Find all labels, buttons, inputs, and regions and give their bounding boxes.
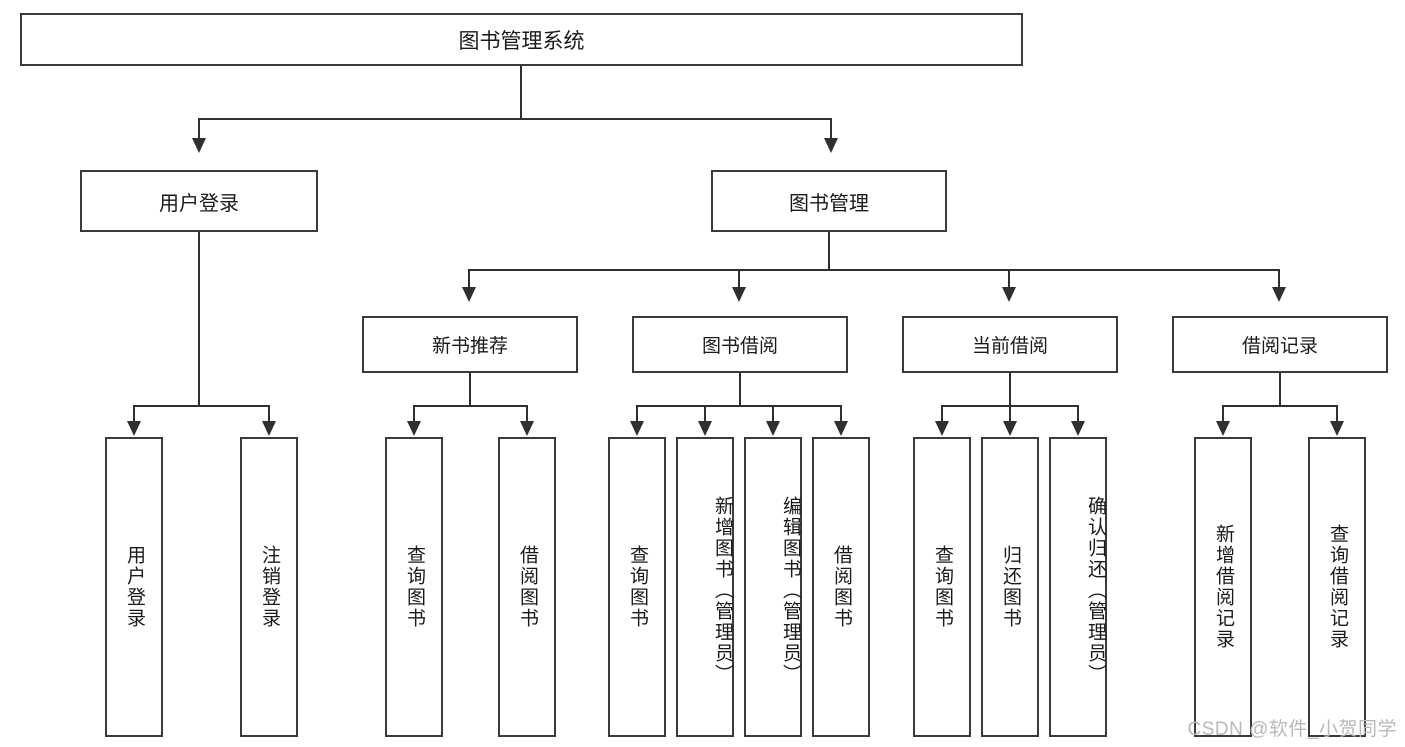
node-label: 查询借阅记录 bbox=[1326, 524, 1348, 650]
node-user-login[interactable]: 用户登录 bbox=[80, 170, 318, 232]
connector-new-book-bus bbox=[413, 405, 528, 407]
leaf-user-login[interactable]: 用户登录 bbox=[105, 437, 163, 737]
node-label: 新增图书（管理员） bbox=[712, 495, 733, 685]
arrowhead-new-book-leaf-2 bbox=[520, 421, 534, 436]
node-borrow-record[interactable]: 借阅记录 bbox=[1172, 316, 1388, 373]
connector-new-book-leaf-1 bbox=[413, 405, 415, 423]
node-label: 注销登录 bbox=[258, 545, 280, 629]
node-label: 借阅记录 bbox=[1241, 336, 1318, 357]
arrowhead-current-borrow-leaf-3 bbox=[1071, 421, 1085, 436]
connector-user-login-bus bbox=[133, 405, 270, 407]
connector-to-new-book bbox=[468, 269, 470, 289]
connector-user-login-to-leaf-2 bbox=[268, 405, 270, 423]
connector-book-borrow-stem bbox=[739, 373, 741, 406]
arrowhead-user-login-leaf-1 bbox=[127, 421, 141, 436]
arrowhead-book-borrow bbox=[732, 287, 746, 302]
node-label: 查询图书 bbox=[931, 545, 953, 629]
node-label: 当前借阅 bbox=[971, 336, 1048, 357]
node-label: 借阅图书 bbox=[516, 545, 538, 629]
leaf-logout[interactable]: 注销登录 bbox=[240, 437, 298, 737]
arrowhead-new-book-leaf-1 bbox=[407, 421, 421, 436]
leaf-return-book[interactable]: 归还图书 bbox=[981, 437, 1039, 737]
arrowhead-to-user-login bbox=[192, 138, 206, 153]
connector-borrow-record-leaf-1 bbox=[1222, 405, 1224, 423]
connector-borrow-record-stem bbox=[1279, 373, 1281, 406]
leaf-query-borrow-record[interactable]: 查询借阅记录 bbox=[1308, 437, 1366, 737]
leaf-add-book-admin[interactable]: 新增图书（管理员） bbox=[676, 437, 734, 737]
arrowhead-current-borrow-leaf-2 bbox=[1003, 421, 1017, 436]
node-label: 归还图书 bbox=[999, 545, 1021, 629]
leaf-query-book-current[interactable]: 查询图书 bbox=[913, 437, 971, 737]
node-label: 用户登录 bbox=[123, 545, 145, 629]
node-current-borrow[interactable]: 当前借阅 bbox=[902, 316, 1118, 373]
arrowhead-book-borrow-leaf-2 bbox=[698, 421, 712, 436]
arrowhead-borrow-record-leaf-1 bbox=[1216, 421, 1230, 436]
connector-root-to-book-manage bbox=[830, 118, 832, 140]
arrowhead-borrow-record bbox=[1272, 287, 1286, 302]
leaf-confirm-return-admin[interactable]: 确认归还（管理员） bbox=[1049, 437, 1107, 737]
node-label: 借阅图书 bbox=[830, 545, 852, 629]
connector-current-borrow-leaf-3 bbox=[1077, 405, 1079, 423]
node-label: 图书借阅 bbox=[701, 336, 778, 357]
csdn-watermark: CSDN @软件_小贺同学 bbox=[1187, 719, 1397, 740]
node-label: 查询图书 bbox=[403, 545, 425, 629]
node-book-borrow[interactable]: 图书借阅 bbox=[632, 316, 848, 373]
node-label: 新增借阅记录 bbox=[1212, 524, 1234, 650]
node-label: 图书管理系统 bbox=[458, 29, 585, 53]
node-label: 新书推荐 bbox=[431, 336, 508, 357]
connector-book-borrow-leaf-3 bbox=[772, 405, 774, 423]
node-label: 用户登录 bbox=[159, 192, 239, 215]
arrowhead-book-borrow-leaf-1 bbox=[630, 421, 644, 436]
node-root-system[interactable]: 图书管理系统 bbox=[20, 13, 1023, 66]
connector-current-borrow-stem bbox=[1009, 373, 1011, 406]
node-label: 编辑图书（管理员） bbox=[780, 495, 801, 685]
arrowhead-book-borrow-leaf-4 bbox=[834, 421, 848, 436]
leaf-query-book-recommend[interactable]: 查询图书 bbox=[385, 437, 443, 737]
connector-book-manage-stem bbox=[828, 232, 830, 270]
node-label: 确认归还（管理员） bbox=[1085, 495, 1106, 685]
arrowhead-borrow-record-leaf-2 bbox=[1330, 421, 1344, 436]
node-book-management[interactable]: 图书管理 bbox=[711, 170, 947, 232]
node-label: 图书管理 bbox=[789, 192, 869, 215]
leaf-add-borrow-record[interactable]: 新增借阅记录 bbox=[1194, 437, 1252, 737]
connector-new-book-leaf-2 bbox=[526, 405, 528, 423]
connector-level3-bus bbox=[468, 269, 1280, 271]
connector-to-current-borrow bbox=[1008, 269, 1010, 289]
node-new-book-recommend[interactable]: 新书推荐 bbox=[362, 316, 578, 373]
arrowhead-new-book bbox=[462, 287, 476, 302]
arrowhead-to-book-manage bbox=[824, 138, 838, 153]
connector-root-stem bbox=[520, 66, 522, 119]
connector-new-book-stem bbox=[469, 373, 471, 406]
leaf-query-book-borrow[interactable]: 查询图书 bbox=[608, 437, 666, 737]
connector-current-borrow-leaf-2 bbox=[1009, 405, 1011, 423]
connector-user-login-stem bbox=[198, 232, 200, 406]
connector-to-book-borrow bbox=[738, 269, 740, 289]
connector-to-borrow-record bbox=[1278, 269, 1280, 289]
leaf-edit-book-admin[interactable]: 编辑图书（管理员） bbox=[744, 437, 802, 737]
leaf-borrow-book[interactable]: 借阅图书 bbox=[812, 437, 870, 737]
connector-book-borrow-leaf-2 bbox=[704, 405, 706, 423]
connector-book-borrow-leaf-1 bbox=[636, 405, 638, 423]
connector-book-borrow-leaf-4 bbox=[840, 405, 842, 423]
connector-user-login-to-leaf-1 bbox=[133, 405, 135, 423]
connector-root-bus bbox=[198, 118, 832, 120]
leaf-borrow-book-recommend[interactable]: 借阅图书 bbox=[498, 437, 556, 737]
connector-current-borrow-leaf-1 bbox=[941, 405, 943, 423]
connector-borrow-record-leaf-2 bbox=[1336, 405, 1338, 423]
connector-root-to-user-login bbox=[198, 118, 200, 140]
arrowhead-user-login-leaf-2 bbox=[262, 421, 276, 436]
connector-borrow-record-bus bbox=[1222, 405, 1338, 407]
arrowhead-current-borrow-leaf-1 bbox=[935, 421, 949, 436]
arrowhead-current-borrow bbox=[1002, 287, 1016, 302]
node-label: 查询图书 bbox=[626, 545, 648, 629]
arrowhead-book-borrow-leaf-3 bbox=[766, 421, 780, 436]
connector-book-borrow-bus bbox=[636, 405, 842, 407]
